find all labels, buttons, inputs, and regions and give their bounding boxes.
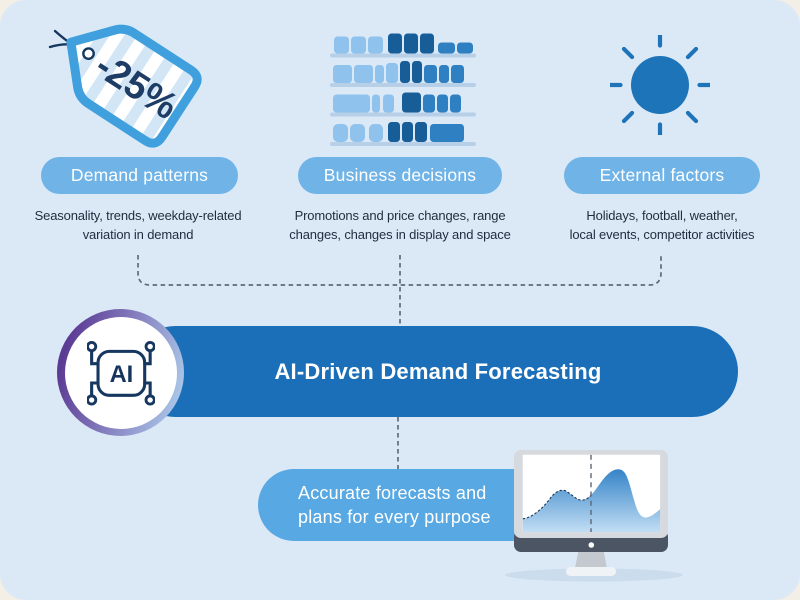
monitor-illustration xyxy=(505,450,683,582)
ai-badge: AI xyxy=(57,309,184,436)
demand-patterns-label: Demand patterns xyxy=(70,165,209,185)
external-factors-description: Holidays, football, weather, local event… xyxy=(569,208,755,242)
external-factors-pill: External factors xyxy=(564,157,760,194)
outcome-line-1: Accurate forecasts and xyxy=(298,482,487,503)
monitor-neck xyxy=(575,548,607,568)
outcome-pill: Accurate forecasts and plans for every p… xyxy=(258,469,562,541)
external-factors-label: External factors xyxy=(599,165,725,185)
price-tag-icon: -25% xyxy=(48,24,202,148)
outcome-line-2: plans for every purpose xyxy=(298,507,491,527)
actuals-dashed-curve xyxy=(522,489,592,520)
ai-badge-inner: AI xyxy=(64,316,177,429)
business-decisions-description: Promotions and price changes, range chan… xyxy=(289,208,511,242)
business-decisions-pill: Business decisions xyxy=(298,157,502,194)
demand-patterns-description: Seasonality, trends, weekday-related var… xyxy=(34,208,242,242)
demand-patterns-pill: Demand patterns xyxy=(41,157,238,194)
ai-chip-icon: AI xyxy=(86,340,155,406)
ai-chip-label: AI xyxy=(109,361,133,387)
shelf-icon xyxy=(330,33,476,146)
forecast-chart xyxy=(522,454,661,533)
main-title: AI-Driven Demand Forecasting xyxy=(274,358,602,384)
main-banner: AI-Driven Demand Forecasting xyxy=(130,326,738,417)
monitor-base xyxy=(566,567,616,576)
forecast-area xyxy=(522,469,661,533)
monitor-camera-dot xyxy=(588,542,595,548)
business-decisions-label: Business decisions xyxy=(323,165,477,185)
sun-icon xyxy=(610,35,710,135)
